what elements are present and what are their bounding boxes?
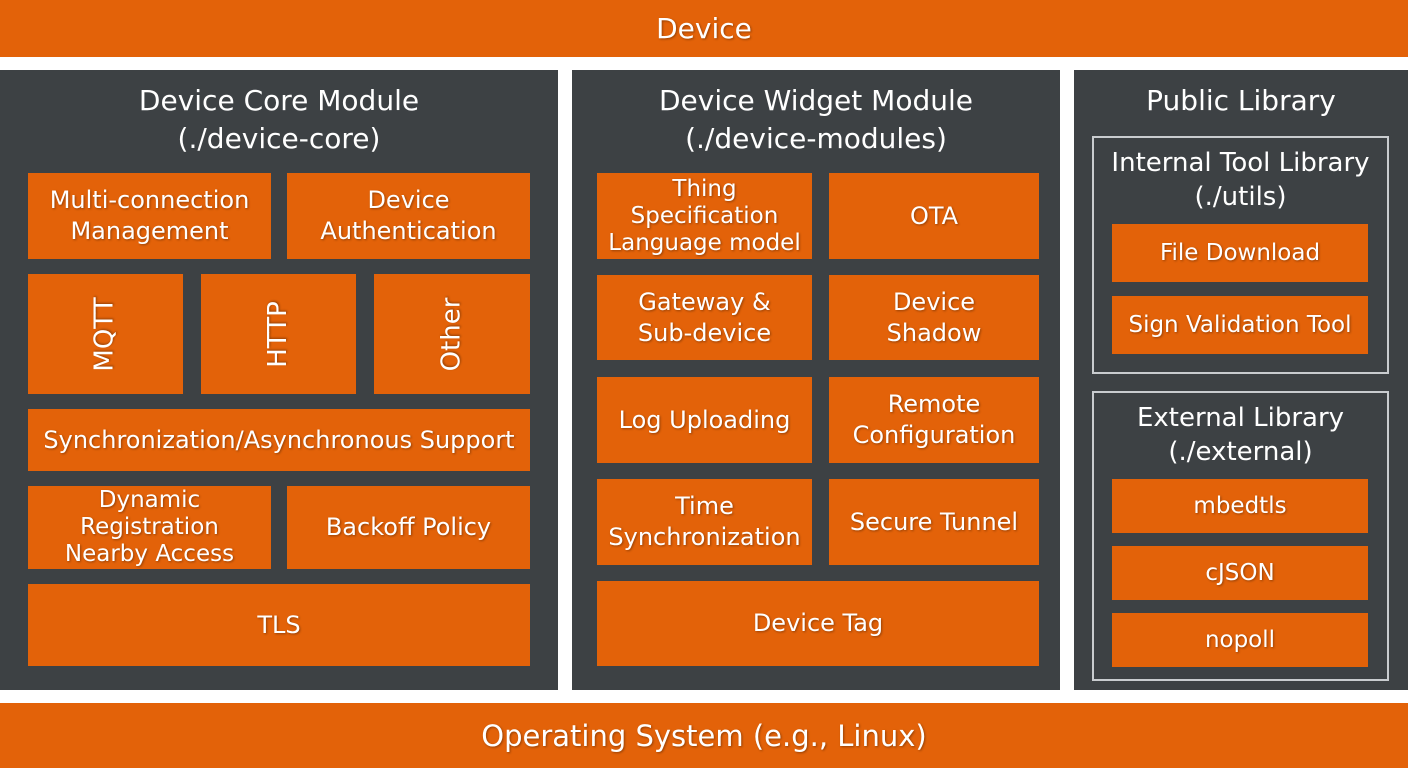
backoff-policy-box: Backoff Policy (287, 486, 530, 569)
sign-validation-box: Sign Validation Tool (1112, 296, 1368, 354)
tls-box: TLS (28, 584, 530, 666)
core-path: (./device-core) (177, 122, 381, 155)
thing-spec-box: Thing Specification Language model (597, 173, 812, 259)
device-label: Device (656, 12, 752, 45)
sync-support-box: Synchronization/Asynchronous Support (28, 409, 530, 471)
public-title: Public Library (1146, 84, 1336, 117)
device-tag-box: Device Tag (597, 581, 1039, 666)
other-box: Other (374, 274, 530, 394)
public-library-panel: Public Library Internal Tool Library (./… (1074, 70, 1408, 690)
dynamic-registration-box: Dynamic Registration Nearby Access (28, 486, 271, 569)
http-box: HTTP (201, 274, 356, 394)
device-layer: Device (0, 0, 1408, 57)
mqtt-box: MQTT (28, 274, 183, 394)
remote-config-box: Remote Configuration (829, 377, 1039, 463)
multi-connection-box: Multi-connection Management (28, 173, 271, 259)
nopoll-box: nopoll (1112, 613, 1368, 667)
http-label: HTTP (262, 300, 293, 368)
internal-title: Internal Tool Library (./utils) (1111, 148, 1370, 212)
core-title: Device Core Module (138, 84, 420, 117)
mbedtls-box: mbedtls (1112, 479, 1368, 533)
external-library-frame: External Library (./external) mbedtls cJ… (1092, 391, 1389, 681)
widget-path: (./device-modules) (685, 122, 947, 155)
internal-tool-library-frame: Internal Tool Library (./utils) File Dow… (1092, 136, 1389, 374)
external-title: External Library (./external) (1136, 403, 1345, 467)
widget-title: Device Widget Module (659, 84, 973, 117)
ota-box: OTA (829, 173, 1039, 259)
mqtt-label: MQTT (90, 296, 120, 372)
os-label: Operating System (e.g., Linux) (481, 718, 927, 753)
device-core-panel: Device Core Module (./device-core) Multi… (0, 70, 558, 690)
device-shadow-box: Device Shadow (829, 275, 1039, 360)
secure-tunnel-box: Secure Tunnel (829, 479, 1039, 565)
os-layer: Operating System (e.g., Linux) (0, 703, 1408, 768)
device-widget-panel: Device Widget Module (./device-modules) … (572, 70, 1060, 690)
time-sync-box: Time Synchronization (597, 479, 812, 565)
log-uploading-box: Log Uploading (597, 377, 812, 463)
cjson-box: cJSON (1112, 546, 1368, 600)
gateway-box: Gateway & Sub-device (597, 275, 812, 360)
file-download-box: File Download (1112, 224, 1368, 282)
other-label: Other (436, 297, 467, 371)
authentication-box: Device Authentication (287, 173, 530, 259)
